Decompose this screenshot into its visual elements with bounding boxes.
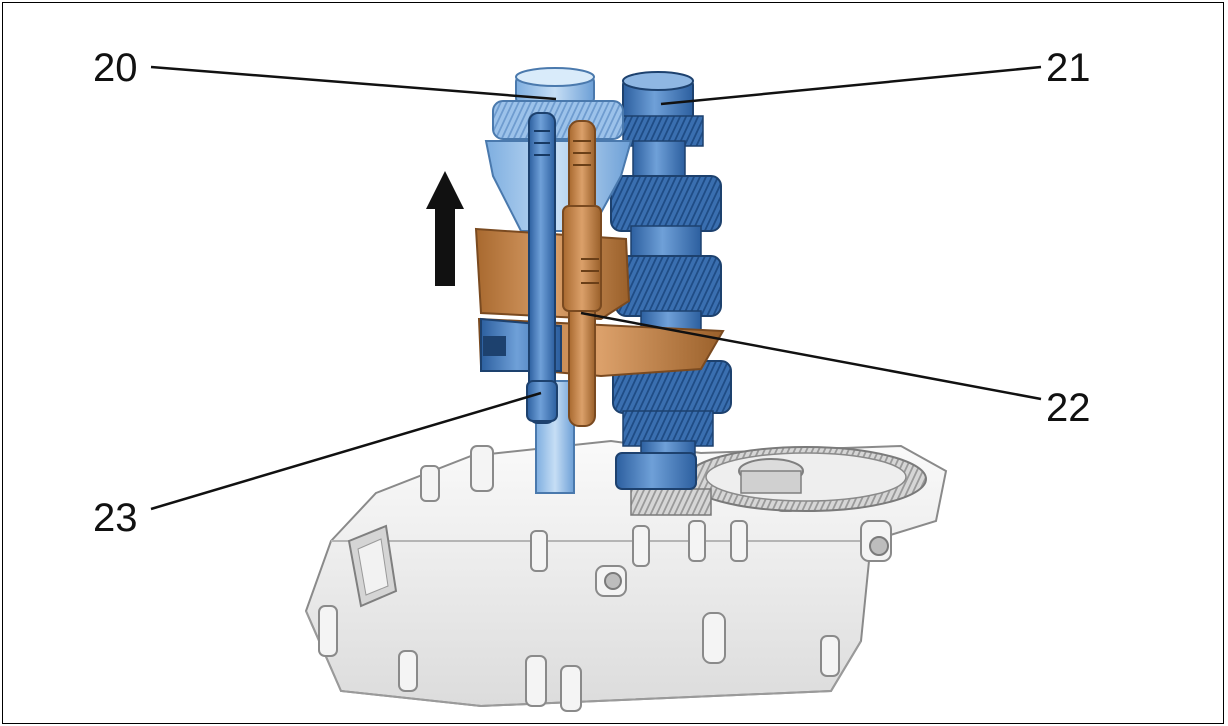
gearbox-housing [304,439,948,712]
arrow-up-icon [426,171,464,286]
callout-20: 20 [93,46,138,90]
callout-22: 22 [1046,386,1091,430]
leader-line-22 [580,311,1042,401]
leader-lines [150,65,1042,511]
leader-line-23 [150,391,542,511]
callout-labels: 20 21 22 23 [93,46,1091,540]
leader-line-21 [660,65,1042,106]
callout-23: 23 [93,496,138,540]
callout-21: 21 [1046,46,1091,90]
leader-line-20 [150,65,557,101]
gearbox-illustration: 20 21 22 23 [93,46,1091,712]
selector-rail-assembly [480,112,562,424]
